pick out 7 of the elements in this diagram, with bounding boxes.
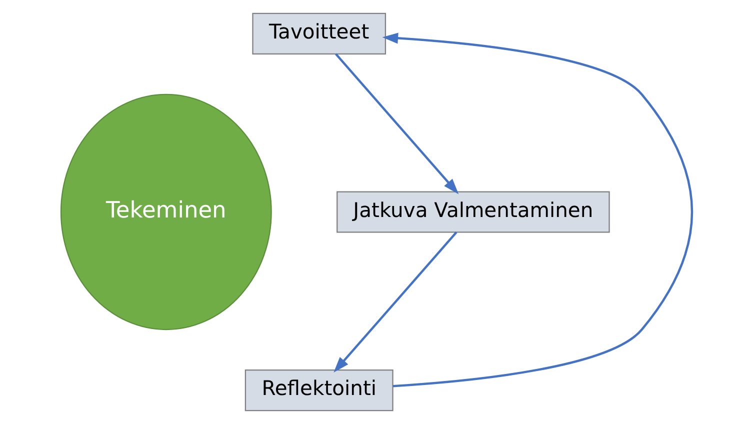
arrow [333,231,457,372]
arrow [334,52,458,194]
arrow [382,32,692,387]
node-ellipse: Tekeminen [60,93,272,330]
node-box: Jatkuva Valmentaminen [336,190,610,232]
node-box: Reflektointi [244,368,393,411]
node-box: Tavoitteet [252,12,386,54]
